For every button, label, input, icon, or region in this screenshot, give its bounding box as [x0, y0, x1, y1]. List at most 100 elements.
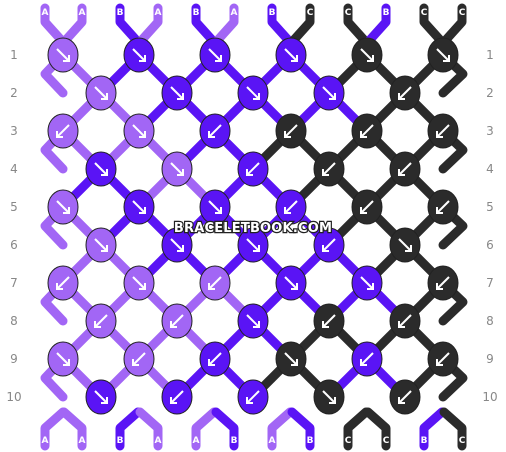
knot	[313, 75, 345, 111]
bottom-string-label: B	[307, 436, 314, 446]
knot-arrow-icon	[398, 162, 412, 176]
knot-arrow-icon	[208, 48, 222, 62]
knot-arrow-icon	[208, 352, 222, 366]
bottom-string-label: C	[345, 436, 352, 446]
top-string-label: A	[79, 8, 86, 18]
top-string-label: A	[42, 8, 49, 18]
knot-arrow-icon	[94, 314, 108, 328]
knot-arrow-icon	[170, 238, 184, 252]
knot-arrow-icon	[360, 276, 374, 290]
row-label-left: 5	[10, 200, 18, 214]
knot-arrow-icon	[284, 352, 298, 366]
knot	[351, 189, 383, 225]
bottom-string-label: B	[231, 436, 238, 446]
knot-layer	[47, 37, 459, 415]
top-strand	[135, 3, 163, 47]
knot	[85, 303, 117, 339]
knot-arrow-icon	[246, 390, 260, 404]
knot-arrow-icon	[322, 238, 336, 252]
knot-arrow-icon	[398, 314, 412, 328]
knot	[237, 379, 269, 415]
knot-arrowhead-icon	[139, 131, 146, 138]
knot-arrow-icon	[170, 390, 184, 404]
knot	[237, 151, 269, 187]
row-label-right: 5	[486, 200, 494, 214]
knot-arrow-icon	[398, 390, 412, 404]
knot-arrow-icon	[56, 124, 70, 138]
row-label-left: 1	[10, 48, 18, 62]
row-label-left: 9	[10, 352, 18, 366]
knot-arrowhead-icon	[284, 131, 291, 138]
knot-arrow-icon	[284, 124, 298, 138]
knot-arrow-icon	[208, 200, 222, 214]
knot	[389, 75, 421, 111]
knot	[161, 227, 193, 263]
knot	[313, 151, 345, 187]
knot-arrowhead-icon	[94, 321, 101, 328]
knot	[275, 189, 307, 225]
bottom-strand	[115, 407, 143, 451]
knot-arrow-icon	[170, 86, 184, 100]
knot-arrow-icon	[94, 86, 108, 100]
knot-arrow-icon	[436, 352, 450, 366]
knot-arrowhead-icon	[215, 207, 222, 214]
knot-arrowhead-icon	[63, 359, 70, 366]
knot-arrowhead-icon	[329, 397, 336, 404]
knot-arrow-icon	[322, 86, 336, 100]
knot	[161, 75, 193, 111]
knot-arrowhead-icon	[253, 245, 260, 252]
knot-arrowhead-icon	[208, 283, 215, 290]
row-label-right: 3	[486, 124, 494, 138]
knot	[123, 113, 155, 149]
knot	[427, 341, 459, 377]
knot	[85, 75, 117, 111]
knot	[275, 341, 307, 377]
knot-arrow-icon	[132, 124, 146, 138]
top-string-label: A	[231, 8, 238, 18]
knot-arrow-icon	[56, 276, 70, 290]
knot-arrowhead-icon	[436, 131, 443, 138]
knot	[389, 379, 421, 415]
knot	[427, 113, 459, 149]
knot-arrowhead-icon	[284, 207, 291, 214]
knot	[313, 227, 345, 263]
knot-arrow-icon	[322, 162, 336, 176]
knot	[47, 37, 79, 73]
knot-arrowhead-icon	[177, 245, 184, 252]
row-label-left: 8	[10, 314, 18, 328]
bottom-string-label: A	[155, 436, 162, 446]
knot-arrow-icon	[170, 162, 184, 176]
knot	[351, 37, 383, 73]
knot-arrowhead-icon	[436, 283, 443, 290]
top-string-label: C	[345, 8, 352, 18]
knot-arrowhead-icon	[253, 93, 260, 100]
bottom-string-label: A	[42, 436, 49, 446]
row-label-left: 6	[10, 238, 18, 252]
knot-arrow-icon	[284, 200, 298, 214]
knot	[389, 303, 421, 339]
knot-arrow-icon	[56, 200, 70, 214]
bottom-string-label: C	[383, 436, 390, 446]
knot-arrow-icon	[246, 86, 260, 100]
knot-arrow-icon	[94, 162, 108, 176]
top-string-label: C	[307, 8, 314, 18]
knot-arrow-icon	[284, 276, 298, 290]
knot	[161, 303, 193, 339]
knot	[275, 37, 307, 73]
knot	[351, 341, 383, 377]
knot	[351, 265, 383, 301]
bottom-strand	[40, 407, 68, 451]
knot	[47, 341, 79, 377]
knot-arrow-icon	[398, 238, 412, 252]
knot	[85, 227, 117, 263]
knot-arrowhead-icon	[398, 169, 405, 176]
bottom-string-label: A	[193, 436, 200, 446]
top-string-label: A	[155, 8, 162, 18]
knot-arrowhead-icon	[367, 283, 374, 290]
knot-arrow-icon	[322, 314, 336, 328]
knot	[85, 151, 117, 187]
knot-arrow-icon	[360, 48, 374, 62]
bottom-strand	[287, 407, 315, 451]
